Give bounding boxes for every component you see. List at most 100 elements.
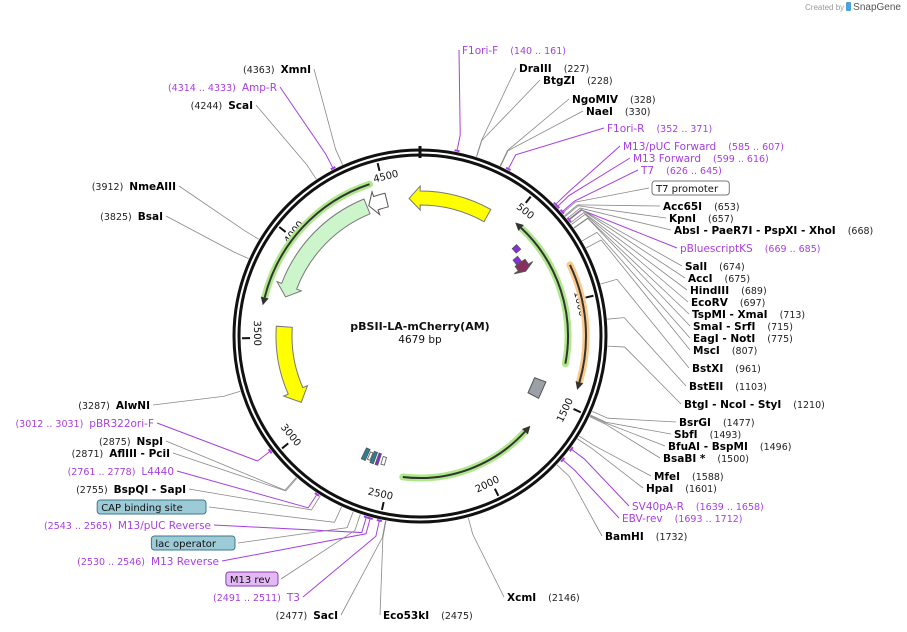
enzyme-label-msci[interactable]: MscI(807) [693, 345, 757, 357]
enzyme-label-bstxi[interactable]: BstXI(961) [692, 363, 761, 375]
feature-m13-fwd-box[interactable] [511, 243, 522, 254]
feature-lac-promoter-box[interactable] [366, 451, 374, 461]
enzyme-label-nspi[interactable]: NspI(2875) [99, 436, 163, 448]
primer-label-pbluescriptks[interactable]: pBluescriptKS(669 .. 685) [680, 243, 820, 255]
enzyme-label-alwni[interactable]: AlwNI(3287) [78, 400, 150, 412]
feature-ampr-arrow[interactable] [275, 198, 371, 298]
feature-label-lac[interactable]: lac operator [150, 535, 236, 551]
enzyme-label-naei[interactable]: NaeI(330) [586, 106, 650, 118]
feature-m13-rev-box[interactable] [374, 452, 382, 466]
enzyme-label-scai[interactable]: ScaI(4244) [191, 100, 253, 112]
enzyme-label-ngomiv[interactable]: NgoMIV(328) [572, 94, 656, 106]
enzyme-label-smai[interactable]: SmaI - SrfI(715) [693, 321, 793, 333]
feature-sv40-polya-box[interactable] [527, 377, 547, 400]
site-name: BamHI [605, 531, 644, 543]
primer-mark [454, 149, 460, 153]
primer-label-m13[interactable]: M13 Reverse(2530 .. 2546) [77, 556, 219, 568]
enzyme-label-hindiii[interactable]: HindIII(689) [690, 285, 767, 297]
enzyme-label-btgi[interactable]: BtgI - NcoI - StyI(1210) [684, 399, 825, 411]
feature-label-cap[interactable]: CAP binding site [96, 499, 207, 515]
site-position: (669 .. 685) [765, 244, 821, 255]
leader-line [178, 185, 260, 240]
enzyme-label-bspqi[interactable]: BspQI - SapI (2755) [76, 484, 186, 496]
primer-mark [367, 516, 373, 520]
primer-label-m13puc[interactable]: M13/pUC Forward(585 .. 607) [623, 141, 784, 153]
site-position: (1210) [793, 400, 825, 411]
site-name: SmaI - SrfI [693, 321, 755, 333]
leader-line [156, 422, 270, 462]
site-position: (2491 .. 2511) [213, 593, 281, 604]
site-name: Eco53kI [383, 610, 429, 622]
site-position: (657) [708, 214, 734, 225]
primer-label-sv40par[interactable]: SV40pA-R(1639 .. 1658) [632, 501, 764, 513]
leader-line [557, 157, 631, 207]
primer-label-l4440[interactable]: L4440(2761 .. 2778) [68, 466, 174, 478]
enzyme-label-ecorv[interactable]: EcoRV(697) [691, 297, 765, 309]
feature-f1-ori-arrow[interactable] [408, 184, 492, 223]
site-name: MfeI [654, 471, 680, 483]
enzyme-label-eagi[interactable]: EagI - NotI(775) [693, 333, 793, 345]
enzyme-label-nmeaiii[interactable]: NmeAIII(3912) [92, 181, 176, 193]
primer-label-f1orif[interactable]: F1ori-F(140 .. 161) [462, 45, 566, 57]
tick-mark [524, 196, 532, 204]
enzyme-label-bamhi[interactable]: BamHI (1732) [605, 531, 687, 543]
feature-label-text: T7 promoter [655, 184, 719, 195]
primer-label-pbr322orif[interactable]: pBR322ori-F(3012 .. 3031) [15, 418, 154, 430]
enzyme-label-kpni[interactable]: KpnI(657) [669, 213, 734, 225]
enzyme-label-acc65i[interactable]: Acc65I(653) [663, 201, 740, 213]
site-position: (1496) [760, 442, 792, 453]
primer-label-t7[interactable]: T7(626 .. 645) [640, 165, 722, 177]
enzyme-label-bfuai[interactable]: BfuAI - BspMI(1496) [668, 441, 791, 453]
feature-ks-primer-box[interactable] [512, 255, 522, 266]
site-name: BsaBI * [663, 453, 706, 465]
enzyme-label-mfei[interactable]: MfeI(1588) [654, 471, 724, 483]
enzyme-label-xcmi[interactable]: XcmI(2146) [507, 592, 580, 604]
feature-ampr-promoter-arrow[interactable] [368, 189, 389, 217]
green-track-right [517, 224, 572, 368]
leader-line [590, 415, 666, 447]
tick-mark [585, 294, 594, 299]
feature-lac-operator-box[interactable] [369, 450, 379, 465]
feature-lifeact-arrow[interactable] [514, 258, 534, 275]
leader-lines [152, 49, 691, 616]
primer-label-m13puc[interactable]: M13/pUC Reverse(2543 .. 2565) [44, 520, 211, 532]
feature-label-m13[interactable]: M13 rev [225, 571, 279, 587]
enzyme-label-tspmi[interactable]: TspMI - XmaI(713) [692, 309, 805, 321]
enzyme-label-afliii[interactable]: AflIII - PciI(2871) [72, 448, 170, 460]
primer-label-m13[interactable]: M13 Forward(599 .. 616) [633, 153, 769, 165]
site-name: HpaI [646, 483, 673, 495]
feature-ori-arrow[interactable] [275, 325, 309, 403]
enzyme-label-saci[interactable]: SacI(2477) [276, 610, 338, 622]
site-position: (2755) [76, 485, 108, 496]
site-position: (228) [587, 76, 613, 87]
enzyme-label-sbfi[interactable]: SbfI(1493) [674, 429, 741, 441]
feature-cap-binding-box[interactable] [360, 447, 371, 462]
site-position: (599 .. 616) [713, 154, 769, 165]
enzyme-label-acci[interactable]: AccI(675) [688, 273, 750, 285]
site-position: (1732) [656, 532, 688, 543]
enzyme-label-sali[interactable]: SalI(674) [685, 261, 745, 273]
primer-label-t3[interactable]: T3(2491 .. 2511) [213, 592, 300, 604]
primer-label-f1orir[interactable]: F1ori-R(352 .. 371) [607, 123, 712, 135]
credit-prefix: Created by [805, 3, 845, 12]
feature-t3-promoter-box[interactable] [380, 456, 387, 466]
site-name: BspQI - SapI [114, 484, 186, 496]
feature-label-t7[interactable]: T7 promoter [651, 180, 730, 196]
enzyme-label-hpai[interactable]: HpaI (1601) [646, 483, 717, 495]
enzyme-label-bsrgi[interactable]: BsrGI(1477) [679, 417, 755, 429]
enzyme-label-bsai[interactable]: BsaI(3825) [100, 211, 163, 223]
enzyme-label-draiii[interactable]: DraIII(227) [519, 63, 589, 75]
primer-label-ebvrev[interactable]: EBV-rev(1693 .. 1712) [622, 513, 743, 525]
site-position: (3912) [92, 182, 124, 193]
enzyme-label-bsteii[interactable]: BstEII(1103) [689, 381, 767, 393]
enzyme-label-absi[interactable]: AbsI - PaeR7I - PspXI - XhoI(668) [674, 225, 873, 237]
enzyme-label-xmni[interactable]: XmnI(4363) [243, 64, 311, 76]
enzyme-label-btgzi[interactable]: BtgZI(228) [543, 75, 613, 87]
site-marks [267, 149, 574, 523]
enzyme-label-bsabi[interactable]: BsaBI *(1500) [663, 453, 749, 465]
primer-mark [376, 519, 383, 523]
site-position: (1601) [685, 484, 717, 495]
site-name: BstEII [689, 381, 723, 393]
enzyme-label-eco53ki[interactable]: Eco53kI(2475) [383, 610, 473, 622]
primer-label-ampr[interactable]: Amp-R(4314 .. 4333) [168, 82, 277, 94]
